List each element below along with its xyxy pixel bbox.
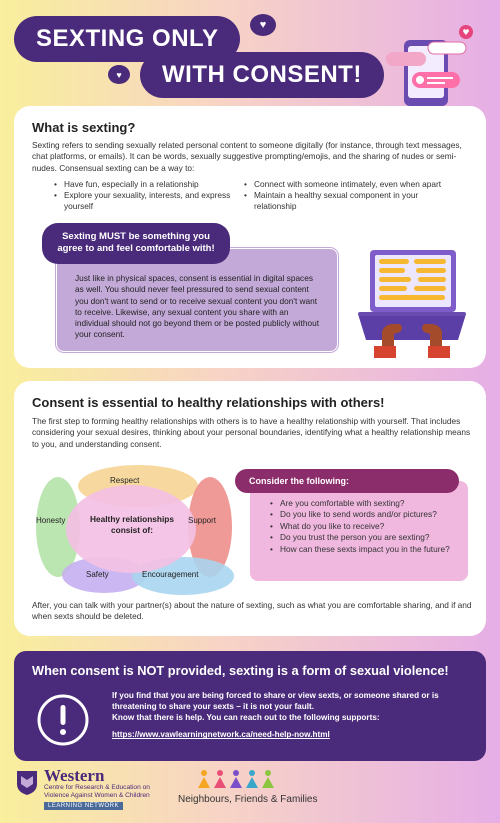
bullet-list-right: Connect with someone intimately, even wh…	[244, 179, 454, 211]
section-intro: Sexting refers to sending sexually relat…	[32, 140, 462, 173]
banner-text: If you find that you are being forced to…	[112, 690, 472, 741]
section-heading: What is sexting?	[32, 120, 136, 135]
banner-heading: When consent is NOT provided, sexting is…	[32, 663, 449, 678]
healthy-relationships-card: Consent is essential to healthy relation…	[14, 381, 486, 636]
consent-digital-box: Just like in physical spaces, consent is…	[56, 248, 338, 352]
heart-bubble-icon: ♥	[250, 14, 276, 36]
laptop-illustration	[358, 250, 466, 358]
venn-label-support: Support	[188, 516, 217, 525]
svg-text:♥: ♥	[462, 28, 469, 37]
phone-chat-illustration: ♥	[386, 25, 473, 106]
banner-text-1: If you find that you are being forced to…	[112, 691, 439, 712]
venn-label-respect: Respect	[110, 476, 140, 485]
title-line-2: WITH CONSENT!	[140, 52, 384, 98]
title-line-1: SEXTING ONLY	[14, 16, 241, 62]
list-item: Explore your sexuality, interests, and e…	[54, 190, 234, 212]
list-item: Maintain a healthy sexual component in y…	[244, 190, 454, 212]
list-item: Do you like to send words and/or picture…	[270, 509, 460, 521]
consider-list: Are you comfortable with sexting? Do you…	[270, 498, 460, 556]
exclamation-icon	[37, 694, 89, 746]
section-heading: Consent is essential to healthy relation…	[32, 395, 385, 410]
heart-bubble-icon: ♥	[108, 65, 130, 84]
venn-center	[66, 485, 196, 573]
healthy-relationships-venn: Respect Honesty Support Safety Encourage…	[32, 465, 242, 595]
list-item: Have fun, especially in a relationship	[54, 179, 234, 190]
venn-label-safety: Safety	[86, 570, 109, 579]
sexual-violence-banner: When consent is NOT provided, sexting is…	[14, 651, 486, 761]
crest-icon	[17, 771, 37, 795]
venn-center-label: Healthy relationships consist of:	[90, 514, 174, 535]
org-line-1: Centre for Research & Education on	[44, 784, 150, 791]
org-badge: LEARNING NETWORK	[44, 802, 124, 810]
banner-text-2: Know that there is help. You can reach o…	[112, 713, 380, 723]
western-logo: Western Centre for Research & Education …	[16, 766, 176, 814]
consider-box: Are you comfortable with sexting? Do you…	[250, 481, 468, 581]
list-item: Connect with someone intimately, even wh…	[244, 179, 454, 190]
list-item: What do you like to receive?	[270, 521, 460, 533]
org-subtitle: Centre for Research & Education on Viole…	[44, 784, 150, 800]
section-after: After, you can talk with your partner(s)…	[32, 600, 472, 622]
partner-name: Neighbours, Friends & Families	[178, 794, 318, 805]
org-line-2: Violence Against Women & Children	[44, 791, 150, 799]
callout-pill: Sexting MUST be something you agree to a…	[42, 223, 230, 264]
venn-label-encouragement: Encouragement	[142, 570, 199, 579]
list-item: Are you comfortable with sexting?	[270, 498, 460, 510]
list-item: Do you trust the person you are sexting?	[270, 532, 460, 544]
list-item: How can these sexts impact you in the fu…	[270, 544, 460, 556]
bullet-list-left: Have fun, especially in a relationship E…	[54, 179, 234, 211]
help-link[interactable]: https://www.vawlearningnetwork.ca/need-h…	[112, 730, 330, 740]
org-name: Western	[44, 766, 105, 785]
section-intro: The first step to forming healthy relati…	[32, 416, 471, 449]
consent-digital-text: Just like in physical spaces, consent is…	[75, 273, 319, 340]
what-is-sexting-card: What is sexting? Sexting refers to sendi…	[14, 106, 486, 368]
venn-label-honesty: Honesty	[36, 516, 66, 525]
people-logo-icon	[198, 770, 274, 788]
consider-title: Consider the following:	[235, 469, 459, 493]
